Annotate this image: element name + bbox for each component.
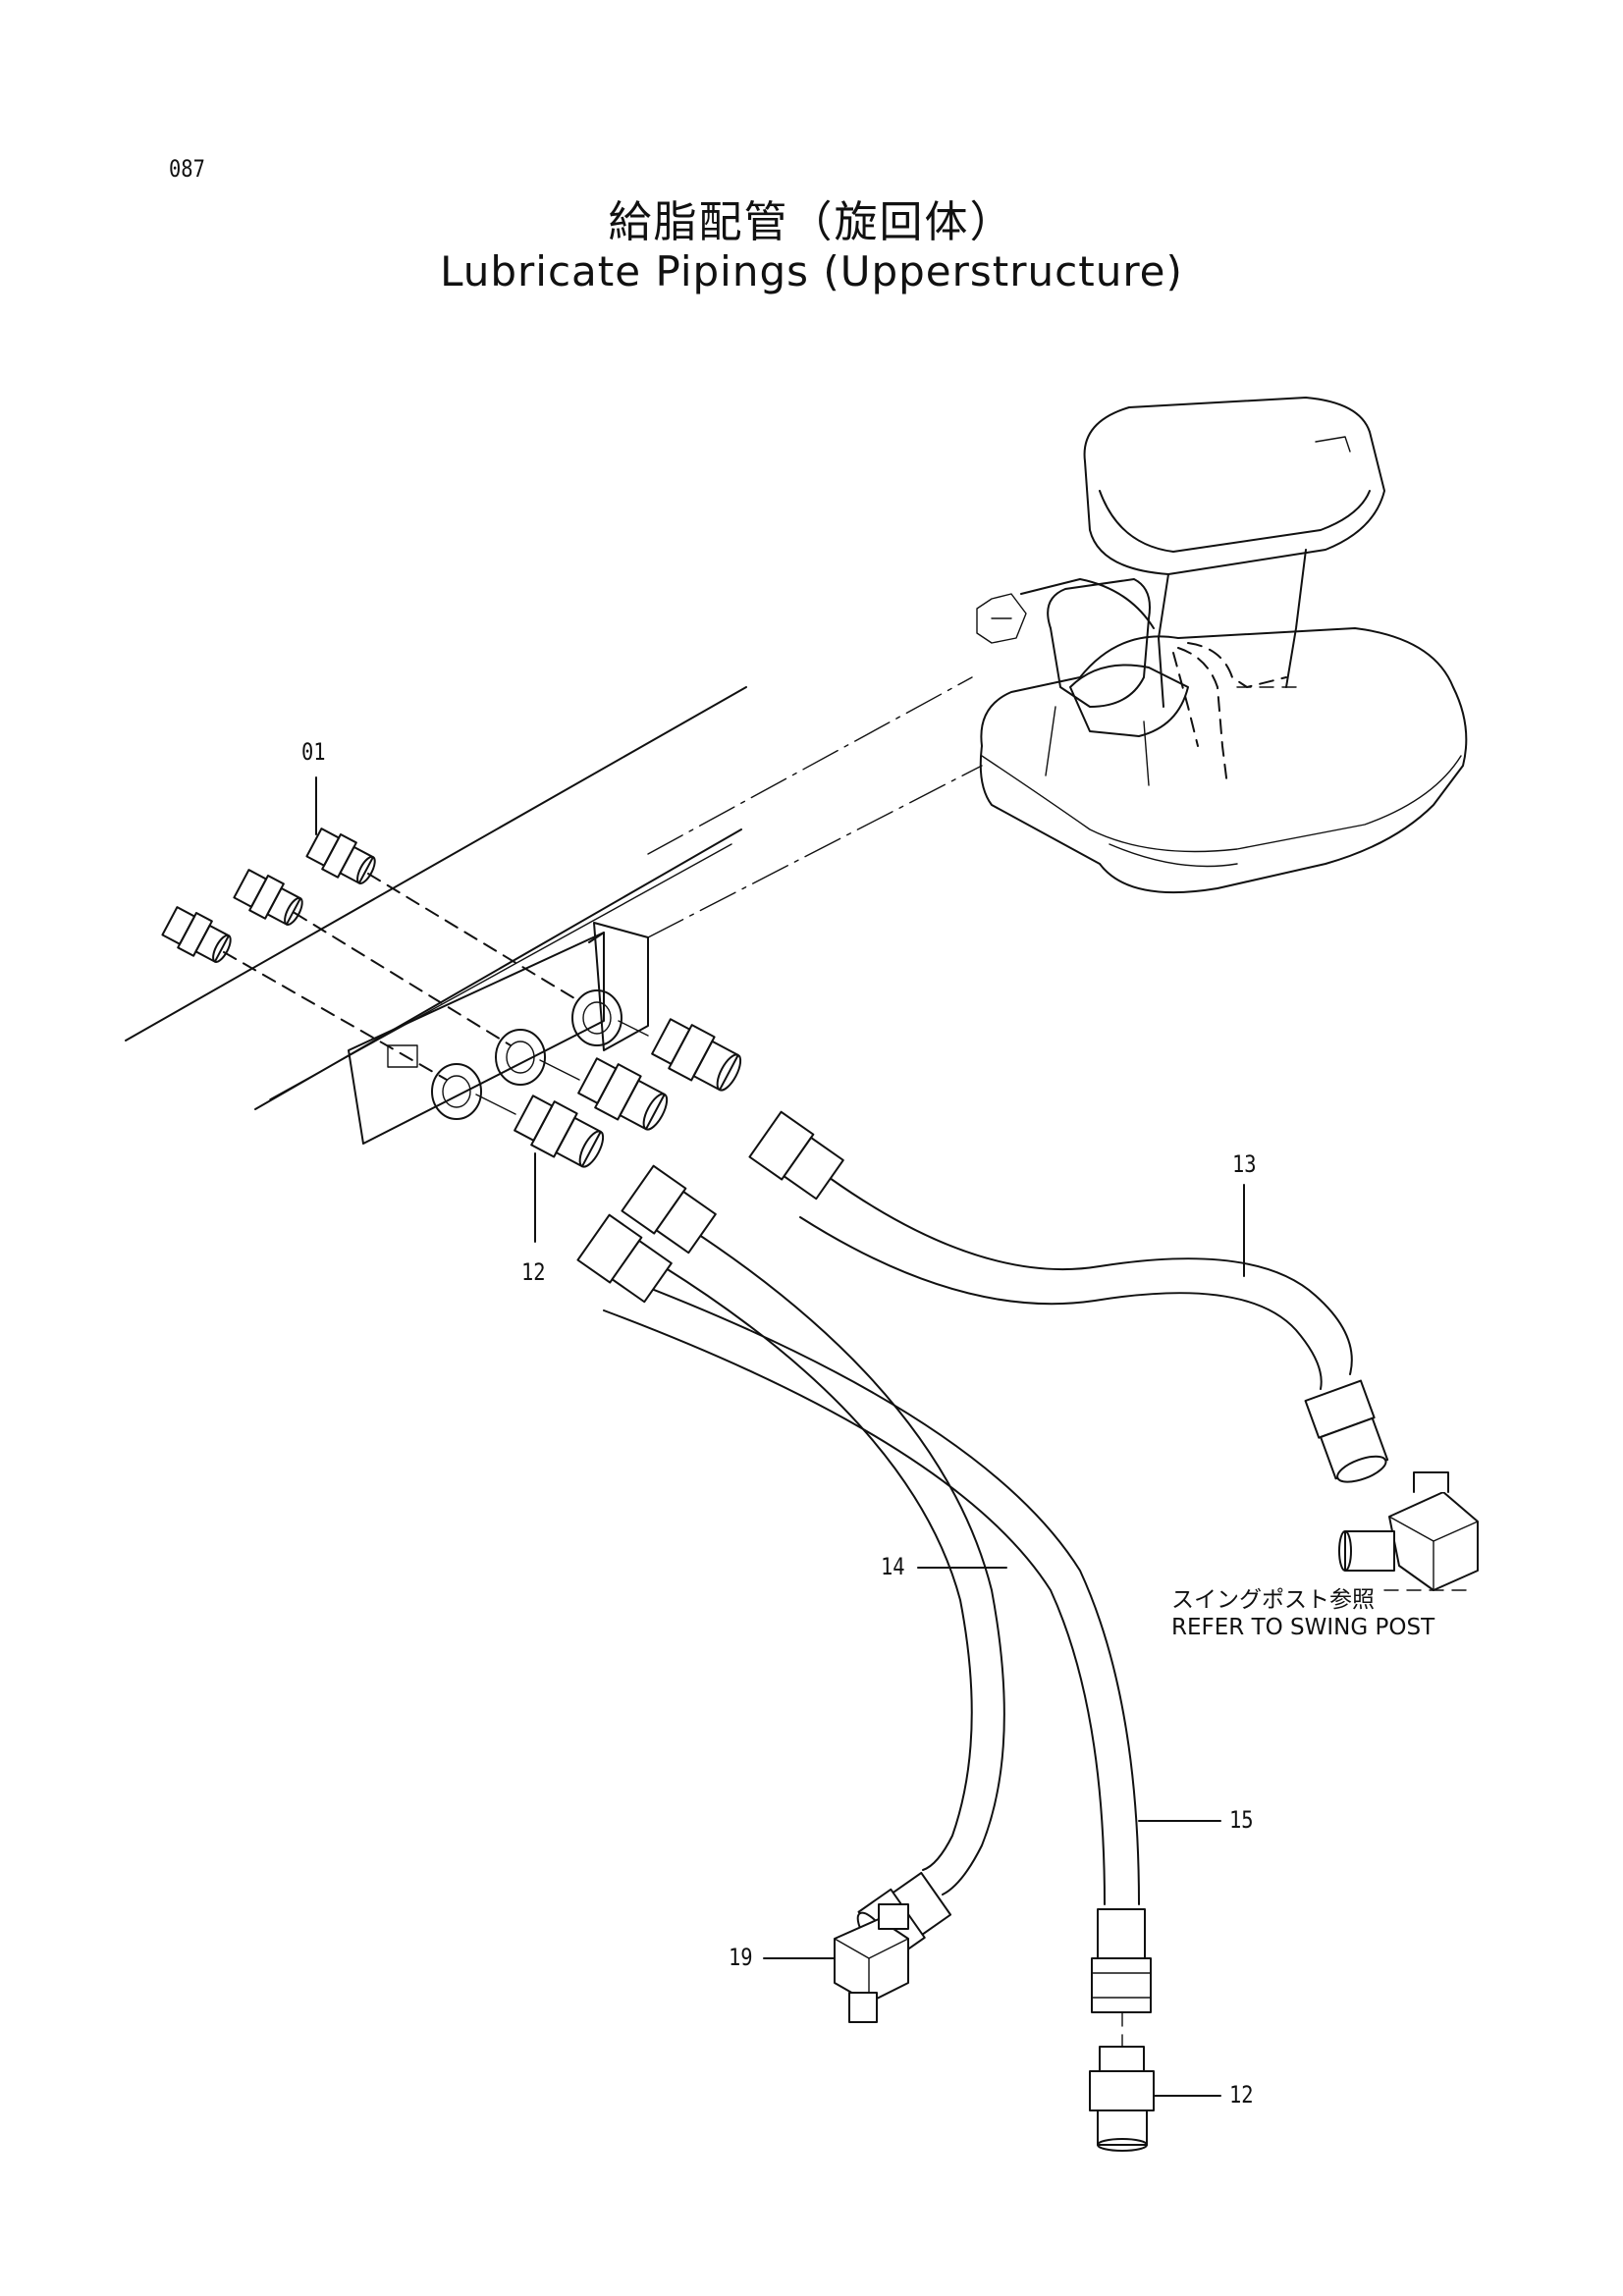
note-japanese: スイングポスト参照	[1171, 1587, 1375, 1613]
callout-13: 13	[1232, 1150, 1257, 1178]
callout-01: 01	[301, 738, 326, 766]
hose-part-14	[621, 1164, 1005, 1961]
note-english: REFER TO SWING POST	[1171, 1615, 1435, 1640]
callout-14: 14	[881, 1553, 905, 1580]
frame-plate	[125, 686, 747, 1145]
grease-nipples-part-01	[161, 828, 580, 1081]
elbow-fitting-part-19	[834, 1903, 909, 2023]
adapter-part-12-bottom	[1089, 2011, 1155, 2152]
page-title-english: Lubricate Pipings (Upperstructure)	[440, 247, 1183, 295]
page-title-japanese: 給脂配管（旋回体）	[608, 197, 1015, 247]
machine-overview-illustration	[976, 397, 1468, 894]
hose-part-15	[576, 1213, 1152, 2013]
callout-12-top: 12	[521, 1258, 546, 1286]
page-number: 087	[169, 155, 205, 183]
elbow-fitting-swing-post	[1338, 1471, 1479, 1591]
adapters-part-12	[475, 1018, 742, 1168]
hose-part-13	[748, 1110, 1389, 1483]
reference-leader-line	[647, 765, 983, 938]
callout-12-bottom: 12	[1229, 2081, 1254, 2109]
callout-15: 15	[1229, 1806, 1254, 1834]
callout-19: 19	[729, 1944, 753, 1971]
